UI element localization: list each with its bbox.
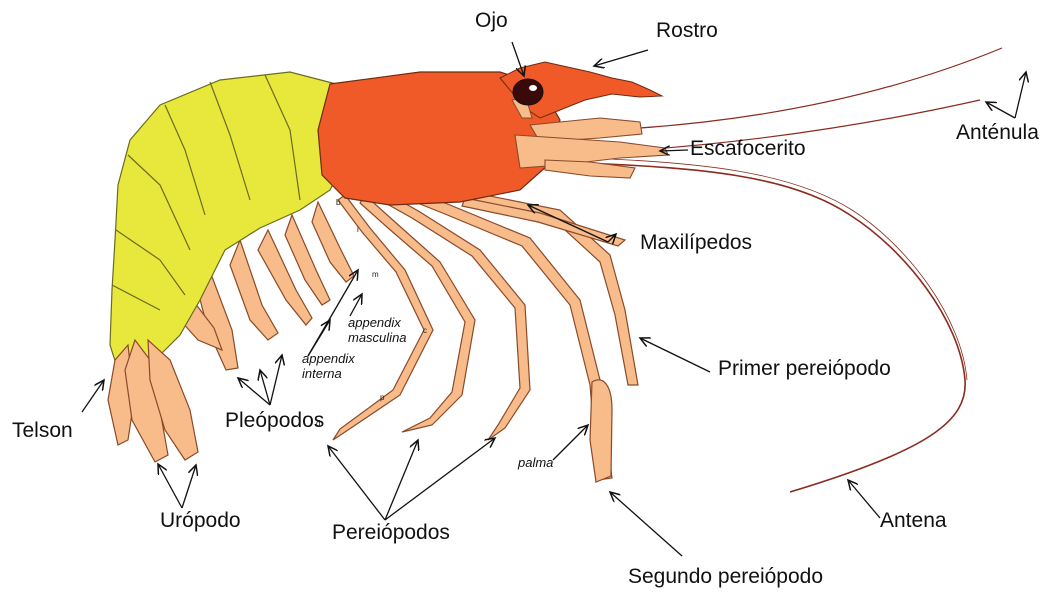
- segment-letter: i: [357, 225, 359, 234]
- label-antenula: Anténula: [956, 122, 1039, 143]
- label-antena: Antena: [880, 510, 947, 531]
- segment-letter: p: [380, 393, 385, 402]
- label-uropodo: Urópodo: [160, 510, 241, 531]
- label-ojo: Ojo: [475, 10, 508, 31]
- label-telson: Telson: [12, 420, 73, 441]
- label-pereiopodos: Pereiópodos: [332, 522, 450, 543]
- label-escafocerito: Escafocerito: [690, 138, 806, 159]
- label-pleopodos: Pleópodos: [225, 410, 324, 431]
- label-appendix-interna: appendix interna: [302, 352, 355, 382]
- label-palma: palma: [518, 456, 553, 469]
- label-rostro: Rostro: [656, 20, 718, 41]
- label-primer-pereiopodo: Primer pereiópodo: [718, 358, 891, 379]
- label-segundo-pereiopodo: Segundo pereiópodo: [628, 566, 823, 587]
- label-appendix-masculina: appendix masculina: [348, 316, 407, 346]
- segment-letter: b: [336, 198, 341, 207]
- tail-fan: [108, 340, 198, 462]
- label-maxilipedos: Maxilípedos: [640, 232, 752, 253]
- second-pereiopod-chela: [590, 380, 612, 482]
- segment-letter: c: [423, 326, 427, 335]
- antennule-flagella: [640, 48, 1002, 150]
- segment-letter: m: [372, 270, 379, 279]
- antenna: [585, 158, 967, 492]
